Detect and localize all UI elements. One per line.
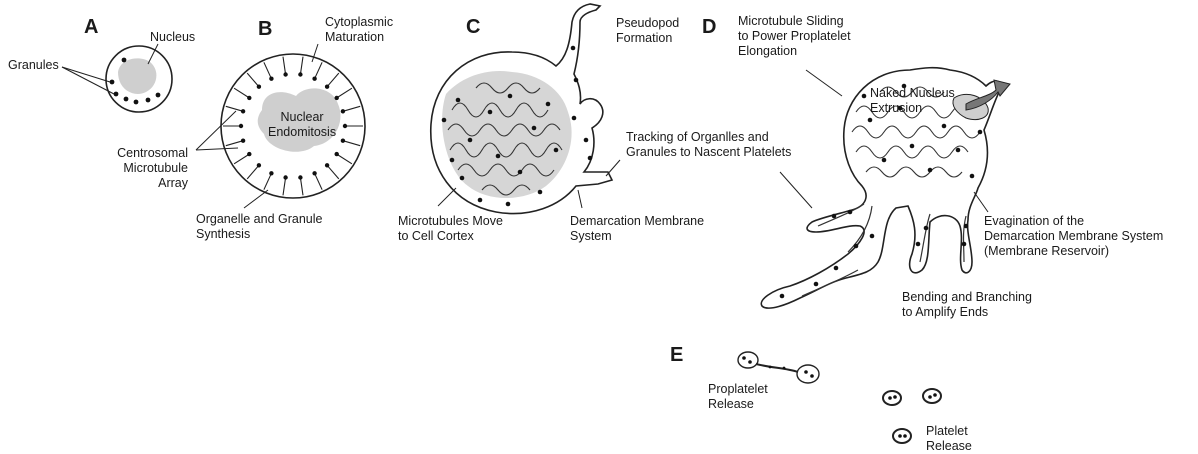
granule-dot (964, 224, 969, 229)
granule-dot (538, 190, 543, 195)
label-tracking-organelles: Tracking of Organlles and Granules to Na… (626, 130, 791, 160)
granule-dot (942, 124, 947, 129)
granule-dot (283, 72, 287, 76)
granule-dot (341, 109, 345, 113)
granule-dot (450, 158, 455, 163)
granule-dot (241, 109, 245, 113)
label-platelet-release: Platelet Release (926, 424, 972, 454)
label-demarcation-membrane: Demarcation Membrane System (570, 214, 704, 244)
granule-dot (325, 85, 329, 89)
panel-e-proplatelet (738, 352, 819, 383)
label-naked-nucleus: Naked Nucleus Extrusion (870, 86, 955, 116)
label-nucleus: Nucleus (150, 30, 195, 45)
panel-c-cell (431, 4, 620, 214)
granule-dot (848, 210, 853, 215)
granule-dot (239, 124, 243, 128)
label-proplatelet-release: Proplatelet Release (708, 382, 768, 412)
granule-dot (862, 94, 867, 99)
granule-dot (298, 175, 302, 179)
granule-dot (460, 176, 465, 181)
granule-dot (572, 116, 577, 121)
label-cytoplasmic-maturation: Cytoplasmic Maturation (325, 15, 393, 45)
granule-dot (832, 214, 837, 219)
label-bending-branching: Bending and Branching to Amplify Ends (902, 290, 1032, 320)
granule-dot (978, 130, 983, 135)
granule-dot (956, 148, 961, 153)
granule-dot (343, 124, 347, 128)
label-nuclear-endomitosis: Nuclear Endomitosis (268, 110, 336, 140)
granule-dot (247, 152, 251, 156)
granule-dot (257, 85, 261, 89)
granule-dot (814, 282, 819, 287)
granule-dot (584, 138, 589, 143)
granule-dot (588, 156, 593, 161)
granule-dot (312, 171, 316, 175)
granule-dot (571, 46, 576, 51)
label-organelle-synthesis: Organelle and Granule Synthesis (196, 212, 322, 242)
granule-dot (970, 174, 975, 179)
granule-dot (298, 72, 302, 76)
granule-dot (335, 152, 339, 156)
granule-dot (257, 163, 261, 167)
granule-dot (335, 96, 339, 100)
granule-dot (269, 171, 273, 175)
granule-dot (508, 94, 513, 99)
granule-dot (442, 118, 447, 123)
granule-dot (312, 77, 316, 81)
granule-dot (506, 202, 511, 207)
granule-dot (928, 168, 933, 173)
label-evagination: Evagination of the Demarcation Membrane … (984, 214, 1163, 259)
granule-dot (241, 139, 245, 143)
granule-dot (868, 118, 873, 123)
granule-dot (882, 158, 887, 163)
granule-dot (916, 242, 921, 247)
label-microtubule-sliding: Microtubule Sliding to Power Proplatelet… (738, 14, 851, 59)
label-microtubules-move: Microtubules Move to Cell Cortex (398, 214, 503, 244)
panel-e-letter: E (670, 344, 683, 367)
granule-dot (478, 198, 483, 203)
granule-dot (870, 234, 875, 239)
panel-b-letter: B (258, 18, 272, 41)
granule-dot (554, 148, 559, 153)
granule-dot (468, 138, 473, 143)
granule-dot (456, 98, 461, 103)
granule-dot (532, 126, 537, 131)
panel-a-letter: A (84, 16, 98, 39)
granule-dot (269, 77, 273, 81)
granule-dot (325, 163, 329, 167)
granule-dot (910, 144, 915, 149)
granule-dot (834, 266, 839, 271)
label-granules: Granules (8, 58, 59, 73)
granule-dot (574, 78, 579, 83)
panel-a-cell (62, 44, 172, 112)
granule-dot (247, 96, 251, 100)
granule-dot (924, 226, 929, 231)
granule-dot (283, 175, 287, 179)
granule-dot (546, 102, 551, 107)
granule-dot (496, 154, 501, 159)
granule-dot (962, 242, 967, 247)
label-centrosomal-array: Centrosomal Microtubule Array (80, 146, 188, 191)
panel-c-letter: C (466, 16, 480, 39)
granule-dot (854, 244, 859, 249)
granule-dot (488, 110, 493, 115)
label-pseudopod-formation: Pseudopod Formation (616, 16, 679, 46)
granule-dot (518, 170, 523, 175)
granule-dot (780, 294, 785, 299)
panel-d-letter: D (702, 16, 716, 39)
granule-dot (341, 139, 345, 143)
